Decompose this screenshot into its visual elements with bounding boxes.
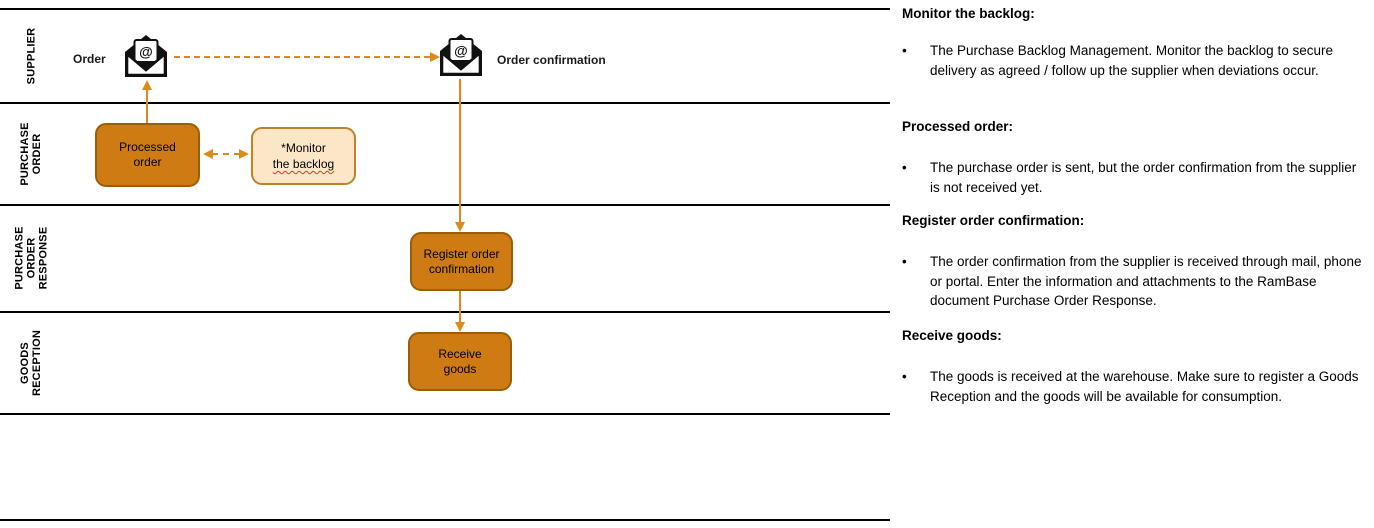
bullet-marker: • bbox=[902, 160, 907, 175]
email-envelope-order-confirmation-icon: @ bbox=[440, 34, 482, 76]
task-receive-goods: Receive goods bbox=[408, 332, 512, 391]
note-bullet-monitor-backlog: • The Purchase Backlog Management. Monit… bbox=[902, 41, 1364, 80]
note-heading-register-order-confirmation: Register order confirmation: bbox=[902, 213, 1085, 228]
note-heading-receive-goods: Receive goods: bbox=[902, 328, 1002, 343]
lane-line bbox=[0, 102, 890, 104]
lane-line bbox=[0, 8, 890, 10]
lane-line bbox=[0, 204, 890, 206]
flow-up-arrowhead-icon bbox=[142, 80, 152, 90]
flow-confirmation-line bbox=[459, 79, 461, 223]
note-bullet-register-order-confirmation: • The order confirmation from the suppli… bbox=[902, 252, 1364, 311]
task-register-order-confirmation: Register order confirmation bbox=[410, 232, 513, 291]
email-envelope-order-icon: @ bbox=[125, 35, 167, 77]
message-flow-order-line bbox=[174, 56, 430, 58]
bullet-marker: • bbox=[902, 369, 907, 384]
order-confirmation-message-label: Order confirmation bbox=[497, 53, 606, 67]
monitor-link-left-arrowhead-icon bbox=[203, 149, 213, 159]
task-processed-order: Processed order bbox=[95, 123, 200, 187]
lane-label-purchase-order-response: PURCHASE ORDER RESPONSE bbox=[13, 226, 49, 290]
svg-text:@: @ bbox=[454, 43, 468, 59]
svg-text:@: @ bbox=[139, 44, 153, 60]
bullet-marker: • bbox=[902, 43, 907, 58]
bullet-marker: • bbox=[902, 254, 907, 269]
lane-line bbox=[0, 519, 890, 521]
message-flow-order-arrowhead-icon bbox=[430, 52, 440, 62]
note-heading-monitor-backlog: Monitor the backlog: bbox=[902, 6, 1035, 21]
flow-up-line bbox=[146, 89, 148, 123]
order-message-label: Order bbox=[73, 52, 106, 66]
lane-label-goods-reception: GOODS RECEPTION bbox=[19, 330, 43, 396]
notes-panel: Monitor the backlog: • The Purchase Back… bbox=[900, 0, 1370, 528]
flow-confirmation-arrowhead-icon bbox=[455, 222, 465, 232]
lane-label-empty bbox=[3, 415, 59, 517]
note-bullet-receive-goods: • The goods is received at the warehouse… bbox=[902, 367, 1364, 406]
misspelled-text: the backlog bbox=[272, 157, 335, 171]
lane-label-supplier: SUPPLIER bbox=[25, 27, 37, 84]
note-heading-processed-order: Processed order: bbox=[902, 119, 1014, 134]
monitor-link-line bbox=[212, 153, 240, 155]
monitor-link-right-arrowhead-icon bbox=[239, 149, 249, 159]
lane-line bbox=[0, 311, 890, 313]
note-bullet-processed-order: • The purchase order is sent, but the or… bbox=[902, 158, 1364, 197]
flow-receive-arrowhead-icon bbox=[455, 322, 465, 332]
lane-line bbox=[0, 413, 890, 415]
annotation-monitor-backlog: *Monitor the backlog bbox=[251, 127, 356, 185]
flow-receive-line bbox=[459, 291, 461, 322]
lane-label-purchase-order: PURCHASE ORDER bbox=[19, 122, 43, 186]
